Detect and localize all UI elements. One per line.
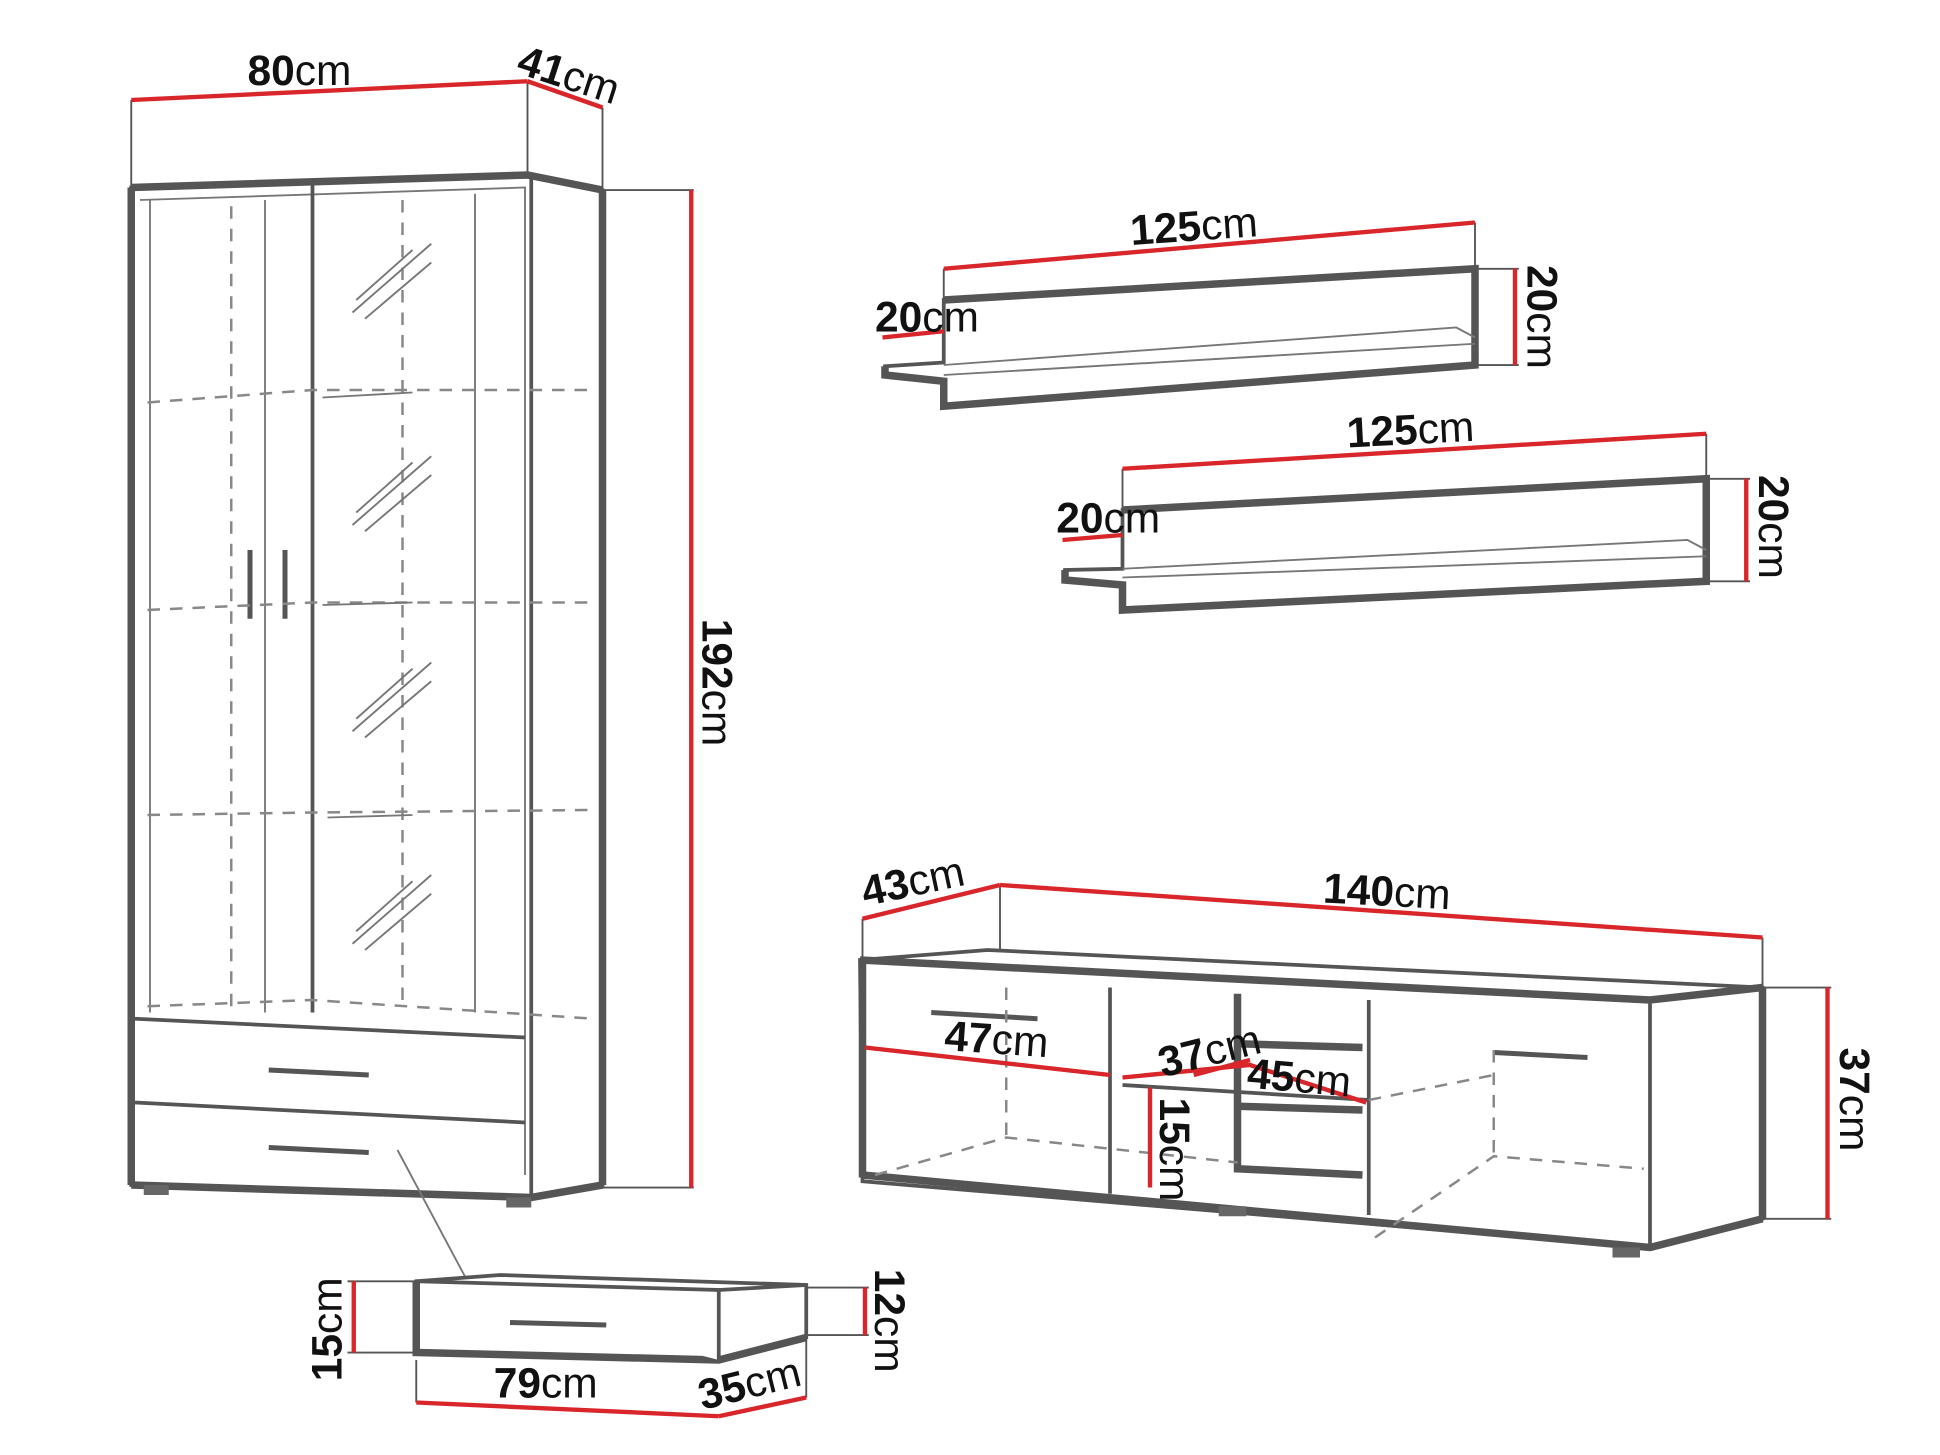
depth-dimension-line [526, 79, 604, 110]
shelf-top-height-label: 20cm [1518, 265, 1565, 369]
niche-height-label: 15cm [1150, 1098, 1197, 1202]
wall-shelf-bottom: 125cm 20cm 20cm [1056, 404, 1796, 614]
shelf-bottom-width-label: 125cm [1346, 404, 1476, 458]
cabinet-dimensions: 80cm 41cm 192cm [130, 37, 740, 1189]
shelf-top-depth-label: 20cm [875, 294, 979, 341]
niche-width-label: 45cm [1245, 1051, 1353, 1107]
compartment-width-label: 47cm [943, 1013, 1050, 1067]
shelf-top-width-label: 125cm [1129, 199, 1260, 255]
shelf-bottom-height-label: 20cm [1749, 475, 1796, 579]
tv-unit-depth-label: 43cm [857, 848, 968, 916]
tv-unit-width-label: 140cm [1322, 866, 1452, 920]
cabinet-width-label: 80cm [248, 48, 352, 95]
drawer-inner-height-label: 12cm [865, 1269, 912, 1373]
cabinet-height-label: 192cm [693, 619, 740, 747]
tv-unit [858, 948, 1767, 1258]
display-cabinet [127, 171, 607, 1320]
wall-shelf-top: 125cm 20cm 20cm [875, 199, 1565, 411]
cabinet-depth-label: 41cm [512, 37, 625, 114]
drawer-width-label: 79cm [494, 1361, 598, 1408]
tv-unit-dimensions: 43cm 140cm 37cm 47cm 37cm 45cm 15cm [857, 848, 1877, 1220]
drawer-depth-label: 35cm [694, 1349, 806, 1420]
drawer-detail: 15cm 12cm 79cm 35cm [304, 1269, 912, 1420]
glass-reflection-icon [351, 243, 432, 951]
drawer-outer-height-label: 15cm [304, 1277, 351, 1381]
width-dimension-line [131, 79, 528, 103]
tv-unit-height-label: 37cm [1830, 1048, 1877, 1152]
shelf-bottom-depth-label: 20cm [1056, 496, 1160, 543]
